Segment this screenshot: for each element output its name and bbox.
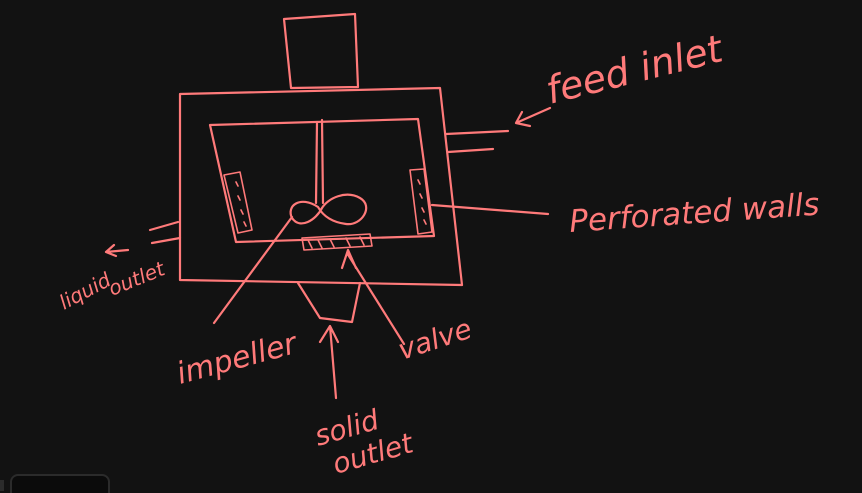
impeller-label: impeller [173,326,302,392]
perforated-walls-label: Perforated walls [568,187,821,240]
right-perforated-wall [409,168,433,235]
impeller [289,193,368,226]
perforated-walls-leader [430,203,550,216]
liquid-outlet-label-line2: outlet [105,256,169,301]
liquid-outlet-arrow [104,243,130,258]
window-tab[interactable] [10,474,110,493]
shaft [314,118,325,205]
valve [301,233,373,251]
solid-outlet-funnel [296,281,362,324]
solid-outlet-arrow [318,324,340,400]
feed-inlet-arrow [514,106,552,128]
perforation-marks [235,179,427,227]
left-perforated-wall [223,171,253,234]
impeller-leader [212,215,294,325]
inner-basket [208,117,436,244]
feed-inlet-label: feed inlet [542,26,729,113]
outer-housing [178,86,464,287]
feed-inlet-pipe [444,129,510,154]
motor-box [282,12,360,90]
liquid-outlet-label-line1: liquid [55,267,115,314]
window-edge-mark [0,480,4,491]
liquid-outlet-pipe [148,220,182,245]
valve-label: valve [394,312,476,367]
valve-leader [340,248,406,346]
